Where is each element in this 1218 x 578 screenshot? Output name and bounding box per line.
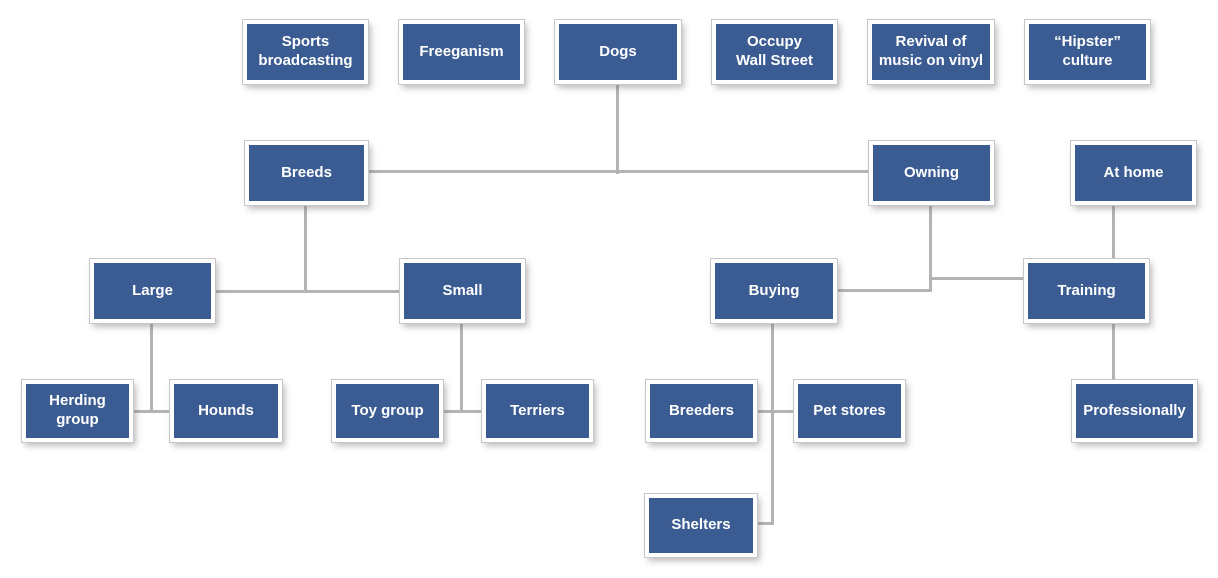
node-dogs: Dogs: [555, 20, 681, 84]
node-training: Training: [1024, 259, 1149, 323]
connector-herding-hounds: [131, 410, 172, 413]
node-label: Training: [1057, 281, 1116, 299]
node-hounds: Hounds: [170, 380, 282, 442]
connector-athome-training: [1112, 205, 1115, 261]
node-at-home: At home: [1071, 141, 1196, 205]
connector-toy-terriers: [441, 410, 484, 413]
node-label: Sports broadcasting: [258, 33, 353, 69]
node-label: Herding group: [49, 392, 106, 428]
node-small: Small: [400, 259, 525, 323]
connector-dogs-stem: [616, 84, 619, 174]
connector-buying-shelters-stem: [771, 323, 774, 525]
node-label: Freeganism: [419, 42, 504, 60]
connector-large-stem: [150, 323, 153, 413]
node-toy-group: Toy group: [332, 380, 443, 442]
node-label: Dogs: [599, 42, 637, 60]
node-label: At home: [1103, 163, 1164, 181]
connector-shelters-elbow: [756, 522, 774, 525]
node-label: Hounds: [198, 401, 254, 419]
node-revival-of-music-on-vinyl: Revival of music on vinyl: [868, 20, 994, 84]
node-label: “Hipster” culture: [1054, 33, 1121, 69]
node-freeganism: Freeganism: [399, 20, 524, 84]
node-professionally: Professionally: [1072, 380, 1197, 442]
connector-breeders-petstores: [755, 410, 796, 413]
node-occupy-wall-street: Occupy Wall Street: [712, 20, 837, 84]
node-breeds: Breeds: [245, 141, 368, 205]
connector-breeds-owning: [366, 170, 872, 173]
node-label: Shelters: [671, 516, 731, 534]
node-label: Toy group: [351, 401, 424, 419]
node-label: Revival of music on vinyl: [878, 33, 984, 69]
node-herding-group: Herding group: [22, 380, 133, 442]
node-label: Breeders: [668, 401, 735, 419]
connector-owning-stem: [929, 205, 932, 292]
node-hipster-culture: “Hipster” culture: [1025, 20, 1150, 84]
node-shelters: Shelters: [645, 494, 757, 557]
node-buying: Buying: [711, 259, 837, 323]
node-large: Large: [90, 259, 215, 323]
node-label: Terriers: [510, 401, 565, 419]
node-label: Buying: [748, 281, 800, 299]
connector-large-small: [214, 290, 402, 293]
node-label: Occupy Wall Street: [736, 33, 813, 69]
connector-buying-owning: [835, 289, 932, 292]
node-breeders: Breeders: [646, 380, 757, 442]
node-pet-stores: Pet stores: [794, 380, 905, 442]
connector-breeds-stem: [304, 205, 307, 293]
node-label: Breeds: [281, 163, 332, 181]
node-label: Pet stores: [813, 401, 886, 419]
node-label: Owning: [904, 163, 959, 181]
node-label: Professionally: [1083, 401, 1186, 419]
node-sports-broadcasting: Sports broadcasting: [243, 20, 368, 84]
connector-small-stem: [460, 323, 463, 413]
connector-owning-training: [929, 277, 1026, 280]
node-label: Large: [132, 281, 173, 299]
node-owning: Owning: [869, 141, 994, 205]
node-terriers: Terriers: [482, 380, 593, 442]
node-label: Small: [442, 281, 483, 299]
connector-training-professionally: [1112, 323, 1115, 381]
